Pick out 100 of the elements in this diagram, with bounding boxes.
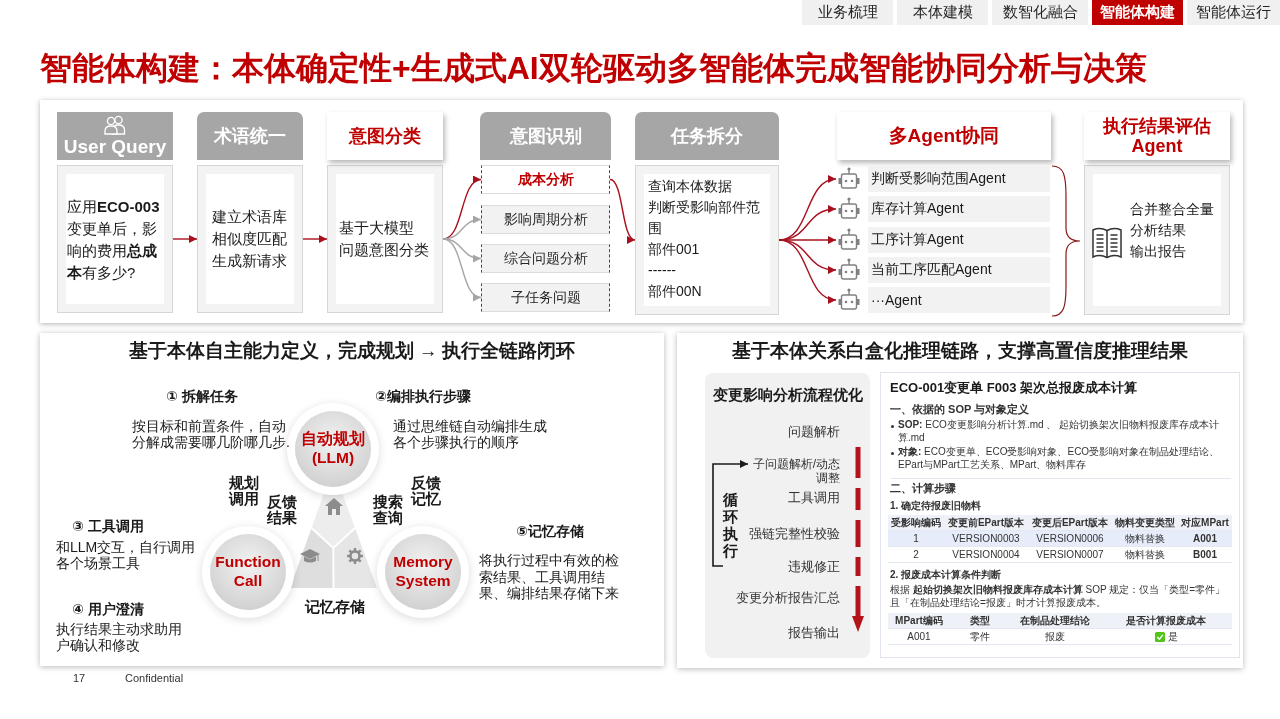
page-title: 智能体构建：本体确定性+生成式AI双轮驱动多智能体完成智能协同分析与决策 (40, 49, 1147, 88)
table-header-cell: MPart编码 (888, 613, 950, 629)
section-heading: 一、依据的 SOP 与对象定义 (890, 403, 1030, 417)
agent-label: 工序计算Agent (868, 227, 1050, 253)
section-heading: 2. 报废成本计算条件判断 (890, 568, 1002, 582)
table-cell: 2 (888, 547, 944, 563)
table-header-cell: 物料变更类型 (1112, 515, 1178, 531)
column-header: 术语统一 (197, 112, 303, 160)
panel-heading: 基于本体关系白盒化推理链路，支撑高置信度推理结果 (732, 339, 1188, 363)
step-text: 输出报告 (1130, 242, 1186, 261)
table-header-cell: 变更前EPart版本 (944, 515, 1028, 531)
edge-label: 循环执行 (722, 491, 738, 559)
callout-heading: 记忆存储 (305, 597, 365, 617)
table-cell: 物料替换 (1112, 531, 1178, 547)
step-text: 相似度匹配 (212, 229, 287, 249)
callout-heading: ① 拆解任务 (166, 388, 238, 406)
arrow (712, 460, 749, 567)
nav-tab: 智能体构建 (1092, 0, 1183, 25)
arrow (609, 178, 636, 241)
table-header-cell: 受影响编码 (888, 515, 944, 531)
step-text: 报告输出 (788, 624, 840, 642)
panel-heading: 基于本体自主能力定义，完成规划 → 执行全链路闭环 (128, 339, 576, 363)
table-cell: B001 (1178, 547, 1232, 563)
step-text: 判断受影响部件范围 (648, 198, 761, 238)
column-header: 任务拆分 (635, 112, 779, 160)
table-cell: 是 (1100, 629, 1232, 645)
callout-text: 按目标和前置条件，自动分解成需要哪几阶哪几步. (132, 418, 291, 450)
table-header-cell: 是否计算报废成本 (1100, 613, 1232, 629)
column-header: 意图分类 (327, 112, 443, 160)
table-cell: A001 (1178, 531, 1232, 547)
step-text: 基于大模型 (339, 218, 414, 238)
step-text: 部件001 (648, 240, 700, 259)
step-text: 子问题解析/动态调整 (748, 457, 840, 485)
bullet-text: SOP: ECO变更影响分析计算.md 、 起始切换架次旧物料报废库存成本计算.md (898, 419, 1221, 444)
step-text: 部件00N (648, 282, 702, 301)
table-cell: VERSION0003 (944, 531, 1028, 547)
agent-label: 库存计算Agent (868, 196, 1050, 222)
table-cell: VERSION0006 (1028, 531, 1112, 547)
column-header: 执行结果评估Agent (1084, 112, 1230, 160)
table-cell: 报废 (1010, 629, 1100, 645)
option-box: 子任务问题 (481, 283, 610, 312)
table-cell: VERSION0004 (944, 547, 1028, 563)
agent-label: 当前工序匹配Agent (868, 257, 1050, 283)
panel (40, 333, 664, 666)
table-header-cell: 对应MPart (1178, 515, 1232, 531)
option-box: 影响周期分析 (481, 205, 610, 234)
arrow (172, 235, 198, 243)
arrow (442, 238, 482, 300)
agent-label: 判断受影响范围Agent (868, 166, 1050, 192)
callout-text: 和LLM交互，自行调用各个场景工具 (56, 539, 197, 571)
footer-text: Confidential (125, 672, 184, 686)
bullet-text: 对象: ECO变更单、ECO受影响对象、ECO受影响对象在制品处理结论、EPart与MPart工艺关系、MPart、物料库存 (898, 446, 1221, 471)
table-header-cell: 在制品处理结论 (1010, 613, 1100, 629)
table-cell: 零件 (950, 629, 1010, 645)
callout-heading: ③ 工具调用 (72, 518, 144, 536)
arrow (442, 238, 482, 262)
callout-heading: 反馈结果 (266, 494, 298, 526)
document-title: ECO-001变更单 F003 架次总报废成本计算 (890, 379, 1138, 397)
column-header: 多Agent协同 (837, 112, 1051, 160)
process-card (705, 373, 870, 658)
nav-tab: 本体建模 (897, 0, 988, 25)
arrow (302, 235, 328, 243)
agent-label: ···Agent (868, 287, 1050, 313)
nav-tab: 智能体运行 (1187, 0, 1280, 25)
table-header-cell: 类型 (950, 613, 1010, 629)
callout-heading: 规划调用 (228, 475, 260, 507)
query-text: 应用ECO-003变更单后，影响的费用总成本有多少? (67, 197, 161, 283)
step-text: 变更分析报告汇总 (736, 589, 840, 607)
option-box: 成本分析 (481, 165, 610, 194)
table-cell: 物料替换 (1112, 547, 1178, 563)
header-text: User Query (63, 135, 167, 159)
section-heading: 二、计算步骤 (890, 482, 956, 496)
step-text: 强链完整性校验 (749, 525, 840, 543)
step-text: 查询本体数据 (648, 177, 732, 196)
table-cell: 1 (888, 531, 944, 547)
callout-heading: ⑤记忆存储 (516, 523, 584, 541)
table-header-cell: 变更后EPart版本 (1028, 515, 1112, 531)
step-text: 问题意图分类 (339, 240, 429, 260)
option-box: 综合问题分析 (481, 244, 610, 273)
page-number: 17 (73, 672, 86, 686)
step-text: 生成新请求 (212, 251, 287, 271)
nav-tab: 数智化融合 (992, 0, 1088, 25)
step-text: 违规修正 (788, 558, 840, 576)
table-cell: A001 (888, 629, 950, 645)
callout-text: 执行结果主动求助用户确认和修改 (56, 621, 183, 653)
nav-tab: 业务梳理 (802, 0, 893, 25)
step-text: 建立术语库 (212, 207, 287, 227)
step-text: 问题解析 (788, 423, 840, 441)
callout-heading: 反馈记忆 (410, 475, 442, 507)
card-heading: 变更影响分析流程优化 (712, 385, 863, 405)
document-text: 根据 起始切换架次旧物料报废库存成本计算 SOP 规定：仅当「类型=零件」且「在制品处理结论=报废」时才计算报废成本。 (890, 584, 1227, 609)
section-heading: 1. 确定待报废旧物料 (890, 499, 982, 513)
callout-heading: 搜索查询 (372, 494, 404, 526)
column-header: 意图识别 (480, 112, 611, 160)
callout-heading: ②编排执行步骤 (375, 388, 471, 406)
callout-text: 通过思维链自动编排生成各个步骤执行的顺序 (393, 418, 548, 450)
callout-text: 将执行过程中有效的检索结果、工具调用结果、编排结果存储下来 (479, 552, 620, 602)
step-text: ------ (648, 261, 676, 280)
step-text: 工具调用 (788, 489, 840, 507)
table-cell: VERSION0007 (1028, 547, 1112, 563)
